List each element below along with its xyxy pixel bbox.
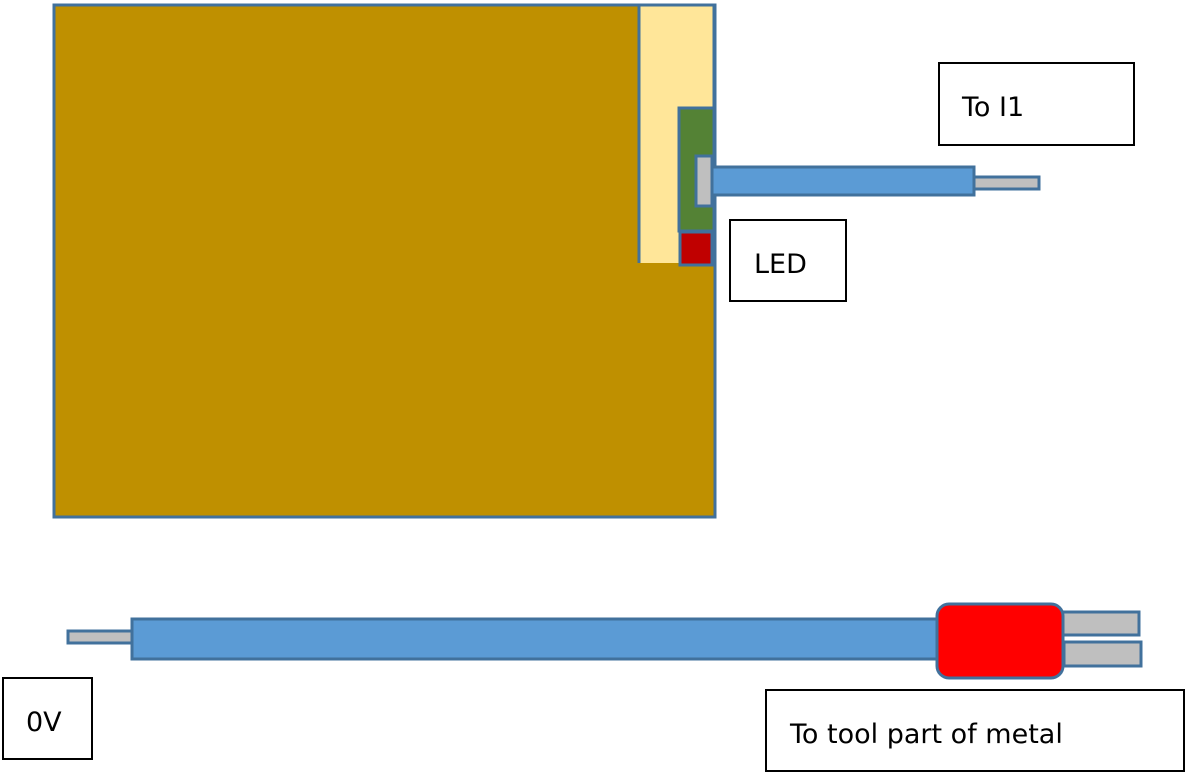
zero-v-label: 0V	[26, 707, 62, 738]
wire-top-metal-end	[972, 175, 1041, 191]
clip-prong-bottom	[1062, 640, 1143, 668]
clip-prong-top	[1060, 610, 1141, 637]
to-i1-label: To I1	[961, 92, 1024, 123]
wire-top-connector	[694, 154, 714, 208]
board	[52, 3, 717, 519]
led-square	[678, 230, 714, 267]
wire-bottom-metal-end	[66, 629, 134, 645]
crocodile-clip	[935, 602, 1065, 680]
wire-top-insulation	[710, 165, 976, 197]
zero-v-box	[2, 677, 93, 760]
tool-label: To tool part of metal	[789, 719, 1063, 750]
wire-bottom-insulation	[130, 617, 939, 661]
led-label: LED	[754, 249, 807, 280]
tool-box	[765, 689, 1185, 772]
to-i1-box	[938, 62, 1135, 146]
led-box	[729, 219, 847, 302]
